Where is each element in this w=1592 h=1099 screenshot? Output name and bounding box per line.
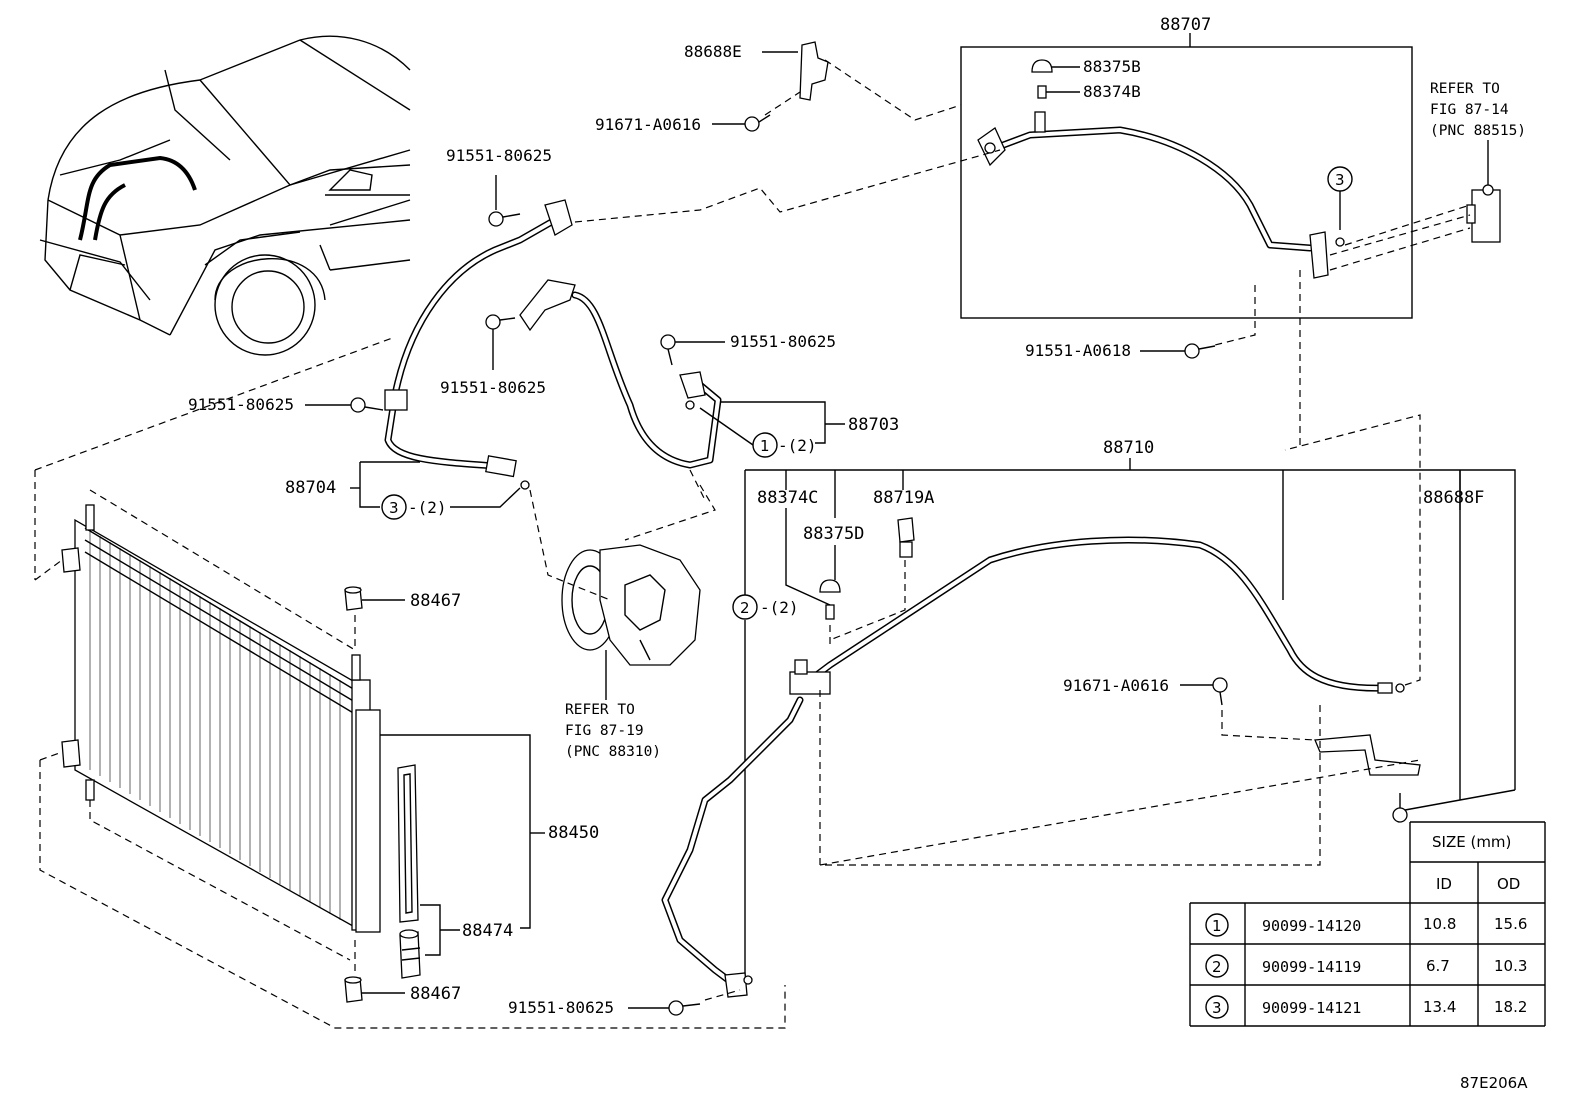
size-table bbox=[1189, 821, 1546, 1027]
label-91551-a: 91551-80625 bbox=[446, 146, 552, 165]
clamp-88688E bbox=[762, 41, 829, 101]
callout-3-single bbox=[1327, 166, 1353, 230]
table-row-part: 90099-14121 bbox=[1262, 999, 1361, 1017]
bolt-91551-A0618 bbox=[1140, 343, 1216, 359]
ref1-line1: REFER TO bbox=[1430, 81, 1500, 97]
table-row-od: 18.2 bbox=[1494, 998, 1527, 1016]
label-91671-mid: 91671-A0616 bbox=[1063, 676, 1169, 695]
label-88688E: 88688E bbox=[684, 42, 742, 61]
callout-2-num: 2 bbox=[740, 599, 750, 617]
table-row-od: 15.6 bbox=[1494, 915, 1527, 933]
hose-88704 bbox=[384, 199, 573, 490]
bolt-91551-e bbox=[628, 1000, 701, 1016]
callout-3-single-num: 3 bbox=[1335, 171, 1345, 189]
label-91551-d: 91551-80625 bbox=[188, 395, 294, 414]
ref2-line1: REFER TO bbox=[565, 702, 635, 718]
label-91551-c: 91551-80625 bbox=[730, 332, 836, 351]
table-col-id: ID bbox=[1436, 875, 1452, 893]
expansion-valve bbox=[1466, 140, 1501, 243]
label-88467-top: 88467 bbox=[410, 591, 461, 611]
label-88704: 88704 bbox=[285, 478, 336, 498]
ref2-line2: FIG 87-19 bbox=[565, 723, 644, 739]
callout-1-qty: -(2) bbox=[778, 436, 817, 455]
callout-2-qty: -(2) bbox=[760, 598, 799, 617]
bolt-91551-a bbox=[488, 175, 521, 227]
bracket-88710 bbox=[744, 458, 1516, 980]
bolt-clamp-88688F bbox=[1392, 789, 1516, 823]
vehicle-illustration bbox=[39, 35, 411, 356]
label-91671-top: 91671-A0616 bbox=[595, 115, 701, 134]
bracket-88704 bbox=[350, 461, 521, 520]
condenser bbox=[61, 504, 381, 933]
figure-code: 87E206A bbox=[1460, 1074, 1528, 1092]
label-88375D: 88375D bbox=[803, 524, 864, 544]
sensor-88719A bbox=[897, 517, 915, 558]
ref1-line3: (PNC 88515) bbox=[1430, 123, 1526, 139]
bracket-88703 bbox=[699, 401, 845, 458]
label-88374C: 88374C bbox=[757, 488, 818, 508]
box-88707 bbox=[960, 33, 1413, 319]
cap-88375B bbox=[1031, 59, 1080, 73]
desiccant-88474 bbox=[397, 764, 460, 979]
bolt-91671-top bbox=[712, 114, 771, 132]
valve-88374B bbox=[1037, 85, 1080, 99]
pipe-88707 bbox=[977, 111, 1345, 279]
compressor bbox=[561, 544, 701, 666]
table-title: SIZE (mm) bbox=[1432, 833, 1511, 851]
ref2-line3: (PNC 88310) bbox=[565, 744, 661, 760]
bushing-88467-top bbox=[344, 586, 405, 611]
label-88710: 88710 bbox=[1103, 438, 1154, 458]
table-row-id: 13.4 bbox=[1423, 998, 1456, 1016]
table-row-num: 1 bbox=[1212, 917, 1222, 935]
hose-88703 bbox=[519, 279, 722, 469]
bushing-88467-bot bbox=[344, 976, 405, 1003]
bracket-88450 bbox=[380, 734, 545, 929]
ref1-line2: FIG 87-14 bbox=[1430, 102, 1509, 118]
table-row-part: 90099-14120 bbox=[1262, 917, 1361, 935]
callout-3-qty: -(2) bbox=[408, 498, 447, 517]
table-row-num: 3 bbox=[1212, 999, 1222, 1017]
label-88374B: 88374B bbox=[1083, 82, 1141, 101]
bolt-91551-b bbox=[485, 314, 516, 370]
table-row-id: 6.7 bbox=[1426, 957, 1450, 975]
table-col-od: OD bbox=[1497, 875, 1520, 893]
table-row-id: 10.8 bbox=[1423, 915, 1456, 933]
label-88719A: 88719A bbox=[873, 488, 934, 508]
label-88467-bot: 88467 bbox=[410, 984, 461, 1004]
label-88707: 88707 bbox=[1160, 15, 1211, 35]
condenser-fins bbox=[89, 530, 341, 920]
table-row-od: 10.3 bbox=[1494, 957, 1527, 975]
valve-88374C bbox=[785, 508, 835, 620]
label-91551-e: 91551-80625 bbox=[508, 998, 614, 1017]
tube-88710 bbox=[661, 536, 1405, 998]
label-91551-b: 91551-80625 bbox=[440, 378, 546, 397]
bolt-91551-c bbox=[660, 334, 725, 366]
label-88375B: 88375B bbox=[1083, 57, 1141, 76]
label-91551-A0618: 91551-A0618 bbox=[1025, 341, 1131, 360]
table-row-part: 90099-14119 bbox=[1262, 958, 1361, 976]
callout-2 bbox=[732, 594, 758, 620]
bolt-91671-mid bbox=[1180, 677, 1228, 706]
label-88450: 88450 bbox=[548, 823, 599, 843]
label-88474: 88474 bbox=[462, 921, 513, 941]
callout-1-num: 1 bbox=[760, 437, 770, 455]
bolt-91551-d bbox=[305, 397, 384, 413]
table-row-num: 2 bbox=[1212, 958, 1222, 976]
label-88688F: 88688F bbox=[1423, 488, 1484, 508]
label-88703: 88703 bbox=[848, 415, 899, 435]
callout-3-num: 3 bbox=[389, 499, 399, 517]
cap-88375D bbox=[819, 545, 841, 593]
